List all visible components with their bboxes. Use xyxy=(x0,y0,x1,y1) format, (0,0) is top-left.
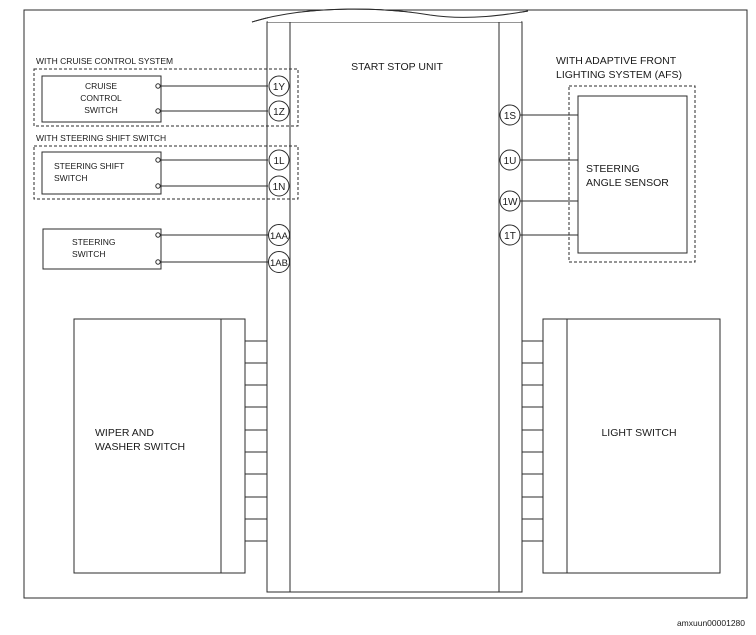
steering-shift-group-boundary xyxy=(33,145,299,200)
svg-text:1AB: 1AB xyxy=(270,258,288,269)
cruise-switch-label-3: SWITCH xyxy=(84,105,118,115)
cruise-switch-terminal-2 xyxy=(155,108,161,114)
connector-pin-1n xyxy=(268,175,290,197)
wiper-switch-connector xyxy=(220,318,246,574)
connector-pin-1s xyxy=(499,104,521,126)
steering-shift-switch xyxy=(41,151,162,195)
steering-switch-group: STEERING SWITCH 1AA 1AB xyxy=(42,224,290,273)
afs-label-1: WITH ADAPTIVE FRONT xyxy=(556,55,677,67)
afs-label-2: LIGHTING SYSTEM (AFS) xyxy=(556,69,682,81)
svg-text:1Y: 1Y xyxy=(273,82,286,93)
steering-shift-group: WITH STEERING SHIFT SWITCH STEERING SHIF… xyxy=(33,133,299,200)
svg-text:1AA: 1AA xyxy=(270,231,289,242)
connector-pin-1y xyxy=(268,75,290,97)
cruise-group-label: WITH CRUISE CONTROL SYSTEM xyxy=(36,56,173,66)
steering-angle-sensor xyxy=(577,95,688,254)
steering-shift-label-2: SWITCH xyxy=(54,173,88,183)
connector-pin-1z xyxy=(268,100,290,122)
cruise-control-switch xyxy=(41,75,162,123)
svg-text:1L: 1L xyxy=(273,156,285,167)
cruise-control-group: WITH CRUISE CONTROL SYSTEM CRUISE CONTRO… xyxy=(33,56,299,127)
wiper-switch-body xyxy=(73,318,222,574)
light-switch-connector xyxy=(542,318,568,574)
steering-switch-label-1: STEERING xyxy=(72,237,115,247)
svg-text:1Z: 1Z xyxy=(273,107,285,118)
unit-body xyxy=(289,21,500,593)
steering-switch-terminal-1 xyxy=(155,232,161,238)
steering-shift-terminal-2 xyxy=(155,183,161,189)
connector-pin-1u xyxy=(499,149,521,171)
svg-text:1W: 1W xyxy=(503,197,519,208)
wiper-switch-harness xyxy=(245,340,267,542)
steering-switch xyxy=(42,228,162,270)
light-switch-body xyxy=(566,318,721,574)
connector-pin-1ab xyxy=(268,251,290,273)
connector-pin-1l xyxy=(268,149,290,171)
svg-text:1U: 1U xyxy=(504,156,517,167)
sensor-label-2: ANGLE SENSOR xyxy=(586,177,669,189)
sensor-label-1: STEERING xyxy=(586,163,640,175)
unit-label: START STOP UNIT xyxy=(351,61,443,73)
figure-id: amxuun00001280 xyxy=(677,618,745,628)
wiper-washer-switch: WIPER AND WASHER SWITCH xyxy=(73,318,267,574)
wiper-switch-label-2: WASHER SWITCH xyxy=(95,441,185,453)
steering-shift-group-label: WITH STEERING SHIFT SWITCH xyxy=(36,133,166,143)
svg-text:1S: 1S xyxy=(504,111,517,122)
afs-group-boundary xyxy=(568,85,696,263)
cruise-group-boundary xyxy=(33,68,299,127)
svg-text:1N: 1N xyxy=(273,182,286,193)
cruise-switch-label-2: CONTROL xyxy=(80,93,122,103)
svg-text:1T: 1T xyxy=(504,231,516,242)
steering-shift-label-1: STEERING SHIFT xyxy=(54,161,124,171)
steering-switch-terminal-2 xyxy=(155,259,161,265)
light-switch-harness xyxy=(522,340,543,542)
cruise-switch-terminal-1 xyxy=(155,83,161,89)
steering-shift-terminal-1 xyxy=(155,157,161,163)
start-stop-unit: START STOP UNIT xyxy=(251,8,529,593)
connector-pin-1w xyxy=(499,190,521,212)
connector-pin-1t xyxy=(499,224,521,246)
connector-pin-1aa xyxy=(268,224,290,246)
light-switch-label: LIGHT SWITCH xyxy=(601,427,676,439)
afs-group: WITH ADAPTIVE FRONT LIGHTING SYSTEM (AFS… xyxy=(499,55,696,263)
steering-switch-label-2: SWITCH xyxy=(72,249,106,259)
light-switch: LIGHT SWITCH xyxy=(522,318,721,574)
cruise-switch-label-1: CRUISE xyxy=(85,81,117,91)
wiper-switch-label-1: WIPER AND xyxy=(95,427,154,439)
